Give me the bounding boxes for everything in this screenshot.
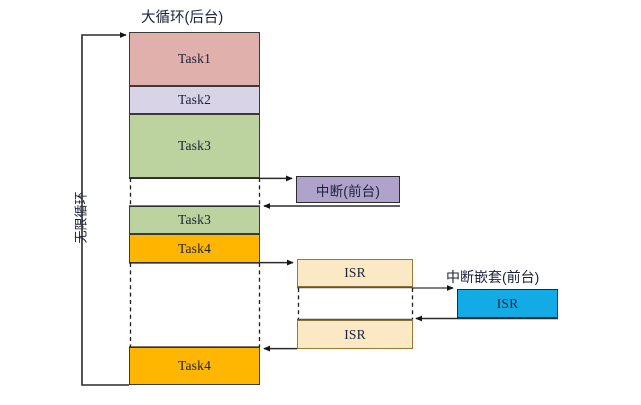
isr-block-nested[interactable]: ISR [457,289,558,318]
task-block-task4-resume[interactable]: Task4 [129,347,260,385]
task-block-task3-resume[interactable]: Task3 [129,206,260,234]
interrupt-foreground-block[interactable]: 中断(前台) [296,176,400,203]
nested-interrupt-title: 中断嵌套(前台) [446,269,540,285]
task-label: Task2 [177,92,212,107]
isr-suspend-guides [297,288,414,319]
task-label: Task3 [177,212,212,227]
task-block-task3-first[interactable]: Task3 [129,114,260,178]
task-block-task1[interactable]: Task1 [129,32,260,86]
isr-label: ISR [344,265,366,280]
task-block-task4-first[interactable]: Task4 [129,234,260,263]
infinite-loop-text: 无限循环 [73,190,89,244]
task-label: Task1 [177,51,212,66]
isr-label: ISR [496,295,519,311]
task-label: Task4 [177,240,212,256]
task-label: Task4 [177,358,212,373]
infinite-loop-label: 无限循环 [71,178,89,256]
isr-block-bottom[interactable]: ISR [297,320,413,349]
isr-block-top[interactable]: ISR [297,259,413,287]
interrupt-label: 中断(前台) [315,183,381,199]
isr-label: ISR [344,326,366,342]
task-label: Task3 [177,138,212,153]
background-loop-title: 大循环(后台) [141,10,224,26]
arrow-isr-to-nested-isr [297,285,454,291]
task-block-task2[interactable]: Task2 [129,86,260,114]
